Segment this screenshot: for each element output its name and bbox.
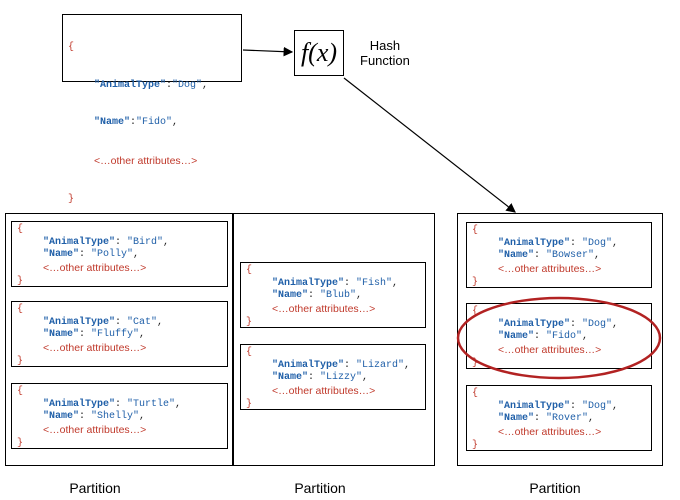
- arrow-to-hash: [242, 46, 294, 57]
- open-brace: {: [472, 306, 479, 317]
- item-json: {"AnimalType": "Cat","Name": "Fluffy",<……: [17, 304, 164, 367]
- item-json: {"AnimalType": "Turtle","Name": "Shelly"…: [17, 386, 182, 449]
- item-card: {"AnimalType": "Lizard","Name": "Lizzy",…: [240, 344, 426, 410]
- close-brace: }: [17, 438, 24, 449]
- name-key: "Name": [498, 331, 535, 342]
- animal-type-value: "Dog": [582, 400, 613, 412]
- animal-type-value: "Dog": [582, 318, 613, 330]
- item-json: {"AnimalType": "Lizard","Name": "Lizzy",…: [246, 347, 411, 410]
- open-brace: {: [17, 224, 24, 235]
- partition-label-2: Partition: [294, 480, 346, 496]
- item-card: {"AnimalType": "Bird","Name": "Polly",<……: [11, 221, 228, 287]
- open-brace: {: [246, 265, 253, 276]
- close-brace: }: [17, 276, 24, 287]
- name-value: "Shelly": [91, 411, 140, 422]
- name-value: "Bowser": [546, 250, 595, 261]
- name-key: "Name": [498, 250, 535, 261]
- close-brace: }: [246, 399, 253, 410]
- close-brace: }: [68, 194, 75, 205]
- item-json: {"AnimalType": "Dog","Name": "Bowser",<……: [472, 225, 619, 288]
- other-attributes: <…other attributes…>: [272, 302, 376, 315]
- name-value: "Lizzy": [320, 372, 363, 383]
- close-brace: }: [472, 358, 479, 369]
- name-value: "Fido": [546, 331, 583, 342]
- input-item-json: { "AnimalType":"Dog", "Name":"Fido", <…o…: [68, 42, 209, 205]
- hash-label-line1: Hash: [369, 38, 401, 53]
- animal-type-key: "AnimalType": [43, 398, 116, 410]
- other-attributes: <…other attributes…>: [498, 425, 602, 438]
- open-brace: {: [472, 225, 479, 236]
- open-brace: {: [246, 347, 253, 358]
- animal-type-key: "AnimalType": [94, 79, 167, 91]
- hash-symbol: f(x): [300, 38, 338, 67]
- item-json: {"AnimalType": "Bird","Name": "Polly",<……: [17, 224, 170, 287]
- other-attributes: <…other attributes…>: [94, 154, 198, 167]
- name-key: "Name": [498, 413, 535, 424]
- animal-type-value: "Lizard": [356, 359, 405, 371]
- other-attributes: <…other attributes…>: [498, 262, 602, 275]
- name-key: "Name": [94, 117, 131, 128]
- name-key: "Name": [272, 290, 309, 301]
- hash-function-box: f(x): [294, 30, 344, 76]
- partition-label-3: Partition: [529, 480, 581, 496]
- other-attributes: <…other attributes…>: [272, 384, 376, 397]
- name-value: "Blub": [320, 290, 357, 301]
- other-attributes: <…other attributes…>: [43, 261, 147, 274]
- name-value: "Fido": [136, 117, 173, 128]
- name-value: "Fluffy": [91, 329, 140, 340]
- animal-type-key: "AnimalType": [43, 316, 116, 328]
- partition-1: [5, 213, 234, 466]
- input-item-card: { "AnimalType":"Dog", "Name":"Fido", <…o…: [62, 14, 242, 205]
- partition-label-1: Partition: [69, 480, 121, 496]
- name-value: "Polly": [91, 249, 134, 260]
- item-card: {"AnimalType": "Turtle","Name": "Shelly"…: [11, 383, 228, 449]
- close-brace: }: [472, 277, 479, 288]
- item-json: {"AnimalType": "Dog","Name": "Fido",<…ot…: [472, 306, 619, 369]
- other-attributes: <…other attributes…>: [498, 343, 602, 356]
- hash-function-label: Hash Function: [360, 38, 410, 68]
- animal-type-value: "Turtle": [127, 398, 176, 410]
- close-brace: }: [472, 440, 479, 451]
- animal-type-value: "Dog": [582, 237, 613, 249]
- animal-type-key: "AnimalType": [272, 277, 345, 289]
- partition-2: [232, 213, 435, 466]
- item-json: {"AnimalType": "Fish","Name": "Blub",<…o…: [246, 265, 399, 328]
- item-json: {"AnimalType": "Dog","Name": "Rover",<…o…: [472, 388, 619, 451]
- open-brace: {: [17, 304, 24, 315]
- animal-type-value: "Bird": [127, 236, 164, 248]
- name-key: "Name": [43, 249, 80, 260]
- other-attributes: <…other attributes…>: [43, 423, 147, 436]
- animal-type-value: "Cat": [127, 316, 158, 328]
- highlight-ellipse: [456, 296, 662, 380]
- item-card: {"AnimalType": "Cat","Name": "Fluffy",<……: [11, 301, 228, 367]
- item-card: {"AnimalType": "Dog","Name": "Fido",<…ot…: [466, 303, 652, 369]
- name-key: "Name": [43, 411, 80, 422]
- animal-type-key: "AnimalType": [498, 318, 571, 330]
- name-key: "Name": [272, 372, 309, 383]
- close-brace: }: [17, 356, 24, 367]
- item-card: {"AnimalType": "Fish","Name": "Blub",<…o…: [240, 262, 426, 328]
- name-key: "Name": [43, 329, 80, 340]
- hash-label-line2: Function: [360, 53, 410, 68]
- item-card: {"AnimalType": "Dog","Name": "Rover",<…o…: [466, 385, 652, 451]
- item-card: {"AnimalType": "Dog","Name": "Bowser",<……: [466, 222, 652, 288]
- arrow-to-partition: [343, 77, 516, 213]
- name-value: "Rover": [546, 413, 589, 424]
- open-brace: {: [17, 386, 24, 397]
- animal-type-key: "AnimalType": [498, 237, 571, 249]
- open-brace: {: [68, 42, 75, 53]
- open-brace: {: [472, 388, 479, 399]
- animal-type-key: "AnimalType": [43, 236, 116, 248]
- close-brace: }: [246, 317, 253, 328]
- animal-type-key: "AnimalType": [498, 400, 571, 412]
- animal-type-value: "Fish": [356, 277, 393, 289]
- other-attributes: <…other attributes…>: [43, 341, 147, 354]
- animal-type-value: "Dog": [172, 79, 203, 91]
- animal-type-key: "AnimalType": [272, 359, 345, 371]
